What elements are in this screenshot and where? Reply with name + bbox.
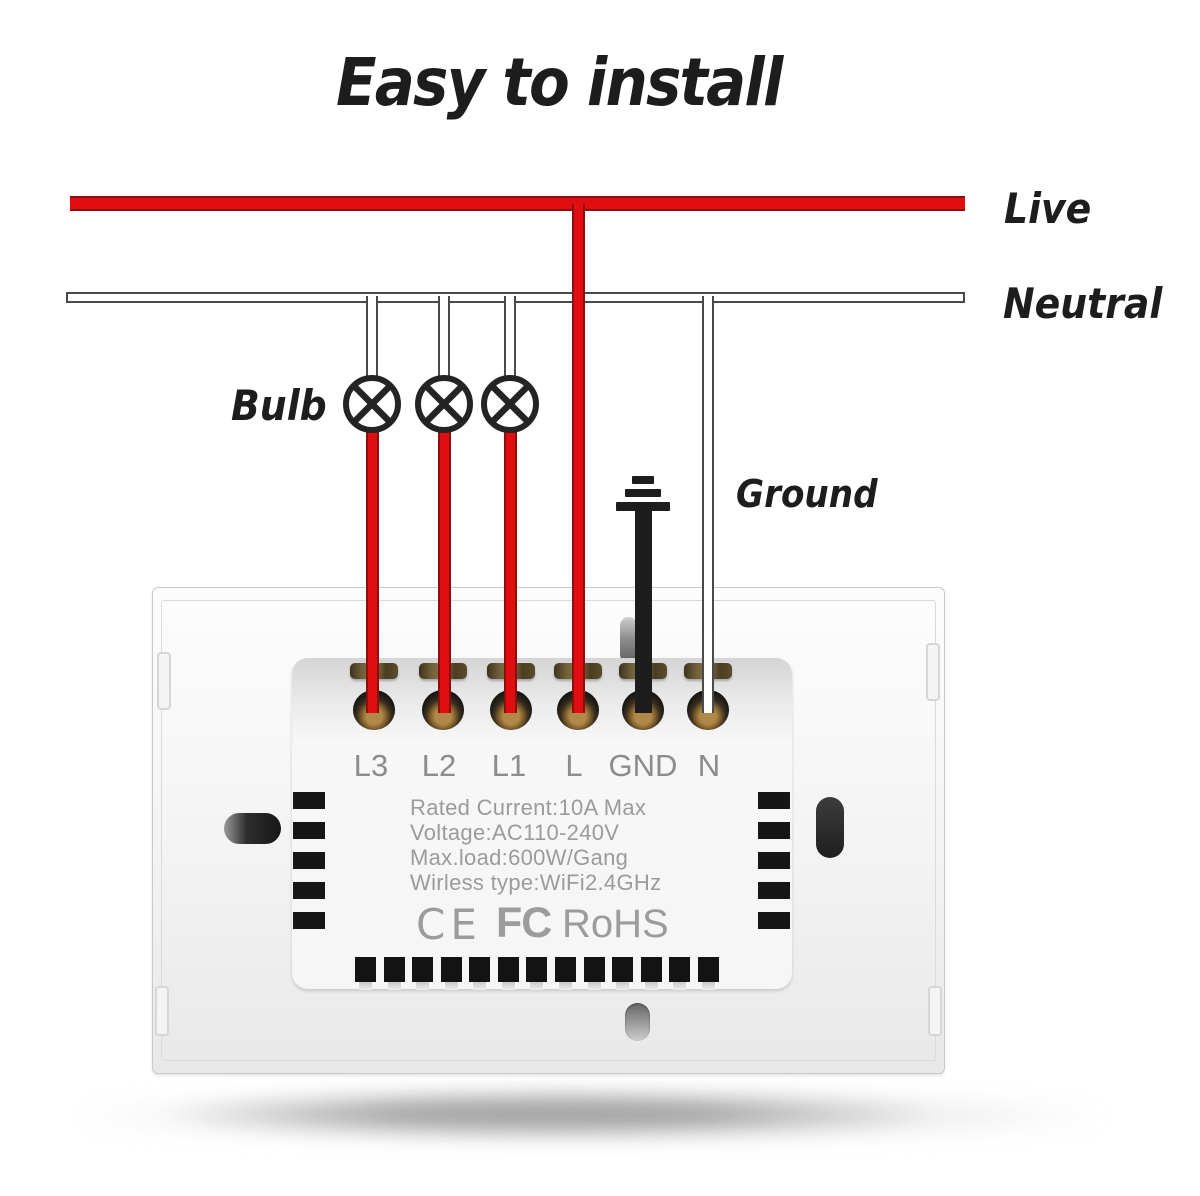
neutral-wire-n-terminal xyxy=(702,296,714,713)
vent-slot xyxy=(293,882,325,899)
ground-symbol-bar-bottom xyxy=(616,502,670,511)
live-wire-l-terminal xyxy=(572,204,585,713)
terminal-label-l3: L3 xyxy=(353,748,389,783)
vent-slot xyxy=(412,957,434,990)
vent-slot xyxy=(293,822,325,839)
vent-slot xyxy=(758,792,790,809)
load-wire-l3 xyxy=(366,427,379,713)
vent-slot xyxy=(669,957,691,990)
vent-slot xyxy=(497,957,519,990)
terminal-label-l2: L2 xyxy=(421,748,457,783)
vent-slot xyxy=(293,852,325,869)
terminal-label-n: N xyxy=(697,748,721,783)
vent-slot xyxy=(555,957,577,990)
bulb-symbol-2 xyxy=(415,375,473,433)
vent-slot xyxy=(697,957,719,990)
spec-voltage: Voltage:AC110-240V xyxy=(410,820,620,845)
rohs-mark: RoHS xyxy=(562,902,669,946)
load-wire-l1 xyxy=(504,427,517,713)
terminal-label-gnd: GND xyxy=(608,748,678,783)
bulb-symbol-3 xyxy=(481,375,539,433)
spec-rated-current: Rated Current:10A Max xyxy=(410,795,647,820)
vent-slot xyxy=(758,822,790,839)
neutral-wire-bulb3 xyxy=(504,296,516,380)
bulb-label: Bulb xyxy=(231,381,327,430)
vent-slot xyxy=(383,957,405,990)
live-line xyxy=(70,196,965,211)
mounting-hole-bottom xyxy=(625,1003,650,1041)
device-specs: Rated Current:10A Max Voltage:AC110-240V… xyxy=(410,795,661,895)
neutral-wire-bulb2 xyxy=(438,296,450,380)
plate-clip-right-top xyxy=(926,643,940,701)
plate-clip-left-bottom xyxy=(155,986,169,1036)
ce-mark-icon: CE xyxy=(416,900,482,949)
vent-slot xyxy=(440,957,462,990)
device-shadow xyxy=(170,1090,930,1138)
terminal-label-l: L xyxy=(565,748,583,783)
plate-clip-left-top xyxy=(157,652,171,710)
spec-wireless-type: Wirless type:WiFi2.4GHz xyxy=(410,870,662,895)
vent-slot xyxy=(469,957,491,990)
neutral-label: Neutral xyxy=(1003,279,1163,328)
spec-max-load: Max.load:600W/Gang xyxy=(410,845,629,870)
vent-column-left xyxy=(293,792,325,942)
vent-slot xyxy=(293,792,325,809)
vent-column-right xyxy=(758,792,790,942)
vent-slot xyxy=(612,957,634,990)
plate-slot-left xyxy=(224,813,281,844)
terminal-label-l1: L1 xyxy=(491,748,527,783)
ground-label: Ground xyxy=(736,472,878,516)
vent-slot xyxy=(758,882,790,899)
load-wire-l2 xyxy=(438,427,451,713)
vent-row-bottom xyxy=(355,957,719,990)
mounting-hole-top xyxy=(620,617,637,663)
ground-wire xyxy=(635,511,652,713)
fcc-mark-icon: FC xyxy=(496,899,552,947)
vent-slot xyxy=(758,912,790,929)
vent-slot xyxy=(640,957,662,990)
page-title: Easy to install xyxy=(336,44,783,121)
vent-slot xyxy=(355,957,376,990)
plate-bezel xyxy=(161,600,936,1061)
vent-slot xyxy=(526,957,548,990)
live-label: Live xyxy=(1004,184,1092,233)
plate-clip-right-bottom xyxy=(928,986,942,1036)
ground-symbol-bar-mid xyxy=(625,489,661,497)
ground-symbol-bar-top xyxy=(632,476,654,484)
vent-slot xyxy=(293,912,325,929)
bulb-symbol-1 xyxy=(343,375,401,433)
plate-slot-right xyxy=(816,797,844,858)
vent-slot xyxy=(758,852,790,869)
neutral-wire-bulb1 xyxy=(366,296,378,380)
vent-slot xyxy=(583,957,605,990)
